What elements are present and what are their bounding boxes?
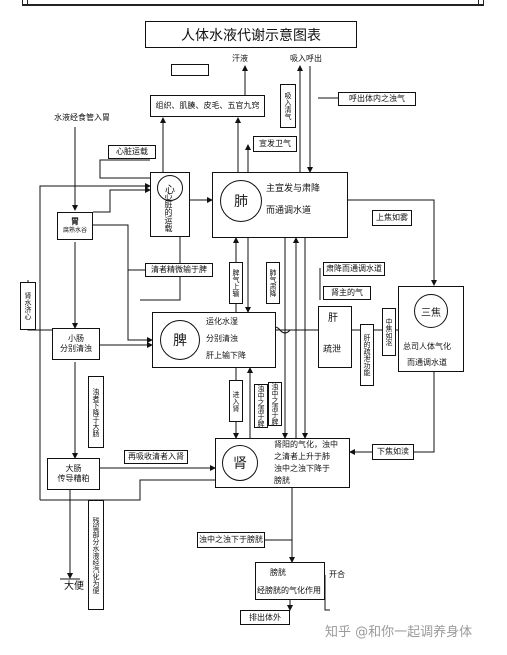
box-spleen-up-lung: 脾气上输 xyxy=(229,262,243,304)
small-intestine-role: 分别清浊 xyxy=(60,344,92,353)
box-heart-transport: 心脏运载 xyxy=(108,145,156,159)
box-kidney-heart: 肾水济心 xyxy=(20,282,36,330)
heart-label: 心 xyxy=(165,184,175,196)
box-descend-water: 肃降而通调水道 xyxy=(323,262,385,276)
label-open-close: 开合 xyxy=(329,570,345,579)
box-excrete: 排出体外 xyxy=(240,610,290,625)
kidney-label: 肾 xyxy=(233,456,247,472)
kidney-text-4: 膀胱 xyxy=(274,476,290,485)
organ-liver xyxy=(318,306,352,368)
box-turbid-to-spleen: 浊中之清于脾 xyxy=(268,382,282,426)
label-sweat: 汗液 xyxy=(232,54,248,63)
empty-box xyxy=(171,64,209,76)
spleen-text-3: 肝上输下降 xyxy=(206,351,246,360)
box-lower-jiao: 下焦如渎 xyxy=(372,444,414,460)
organ-large-intestine: 大肠 传导糟粕 xyxy=(47,458,100,490)
bladder-role: 经膀胱的气化作用 xyxy=(257,586,321,595)
page-top-frame xyxy=(22,0,484,6)
box-lung-down: 肺气肃降 xyxy=(266,262,280,304)
liver-role: 疏泄 xyxy=(323,345,342,355)
organ-stomach: 胃 腐熟水谷 xyxy=(57,212,93,240)
sanjiao-circle: 三焦 xyxy=(414,294,448,328)
box-liver-shuxie: 肝的疏泄功能 xyxy=(360,324,374,386)
small-intestine-label: 小肠 xyxy=(68,334,84,343)
box-tissues: 组织、肌腠、皮毛、五官九窍 xyxy=(150,95,265,117)
large-intestine-role: 传导糟粕 xyxy=(57,474,90,483)
box-middle-jiao: 中焦如沤 xyxy=(382,308,396,356)
box-turbid-to-bladder: 浊中之浊下于膀胱 xyxy=(197,532,265,548)
kidney-text-1: 肾阳的气化，浊中 xyxy=(274,440,338,449)
label-inhale-exhale: 吸入呼出 xyxy=(290,54,322,63)
box-reabsorb: 再吸收清者入肾 xyxy=(124,450,188,464)
lung-text-1: 主宣发与肃降 xyxy=(266,184,321,194)
liver-label: 肝 xyxy=(328,313,338,324)
diagram-title: 人体水液代谢示意图表 xyxy=(145,21,357,48)
box-residue-down: 浊者下降于大肠 xyxy=(88,376,104,448)
lung-circle: 肺 xyxy=(220,180,262,222)
box-residue-water: 残留部分水液经汽化为便 xyxy=(88,500,104,610)
label-stool: 大便 xyxy=(64,581,84,592)
organ-bladder xyxy=(255,562,325,600)
sanjiao-text-1: 总司人体气化 xyxy=(403,342,451,351)
box-inhale-fresh: 吸入清气 xyxy=(280,84,296,128)
box-exhale-turbid: 呼出体内之浊气 xyxy=(338,92,416,106)
spleen-text-2: 分别清浊 xyxy=(206,334,238,343)
spleen-label: 脾 xyxy=(173,333,187,349)
box-turbid-to-lung: 浊中之清于脾 xyxy=(254,384,268,428)
sanjiao-text-2: 而通调水道 xyxy=(407,358,447,367)
large-intestine-label: 大肠 xyxy=(65,464,82,473)
stomach-role: 腐熟水谷 xyxy=(62,227,87,234)
box-kidney-steam: 肾主的气 xyxy=(323,286,371,300)
watermark-text: 知乎 @和你一起调养身体 xyxy=(325,625,473,640)
lung-text-2: 而通调水道 xyxy=(266,206,312,216)
box-xuanfa-weiqi: 宣发卫气 xyxy=(253,136,297,152)
kidney-text-2: 之清者上升于肺 xyxy=(274,452,330,461)
box-upper-jiao: 上焦如雾 xyxy=(372,210,412,226)
sanjiao-label: 三焦 xyxy=(421,307,441,319)
bladder-label: 膀胱 xyxy=(270,568,286,577)
box-into-kidney: 进入肾 xyxy=(229,380,243,422)
spleen-text-1: 运化水湿 xyxy=(206,317,238,326)
box-essence-to-spleen: 清者精微输于脾 xyxy=(145,263,213,277)
label-water-enters: 水液经食管入胃 xyxy=(54,113,110,122)
kidney-text-3: 浊中之浊下降于 xyxy=(274,464,330,473)
organ-small-intestine: 小肠 分别清浊 xyxy=(52,328,100,360)
heart-circle: 心 xyxy=(157,175,183,201)
kidney-circle: 肾 xyxy=(222,445,258,481)
lung-label: 肺 xyxy=(234,194,248,210)
spleen-circle: 脾 xyxy=(160,320,200,360)
stomach-label: 胃 xyxy=(71,217,79,226)
heart-role: 心脏的运载 xyxy=(164,192,173,232)
